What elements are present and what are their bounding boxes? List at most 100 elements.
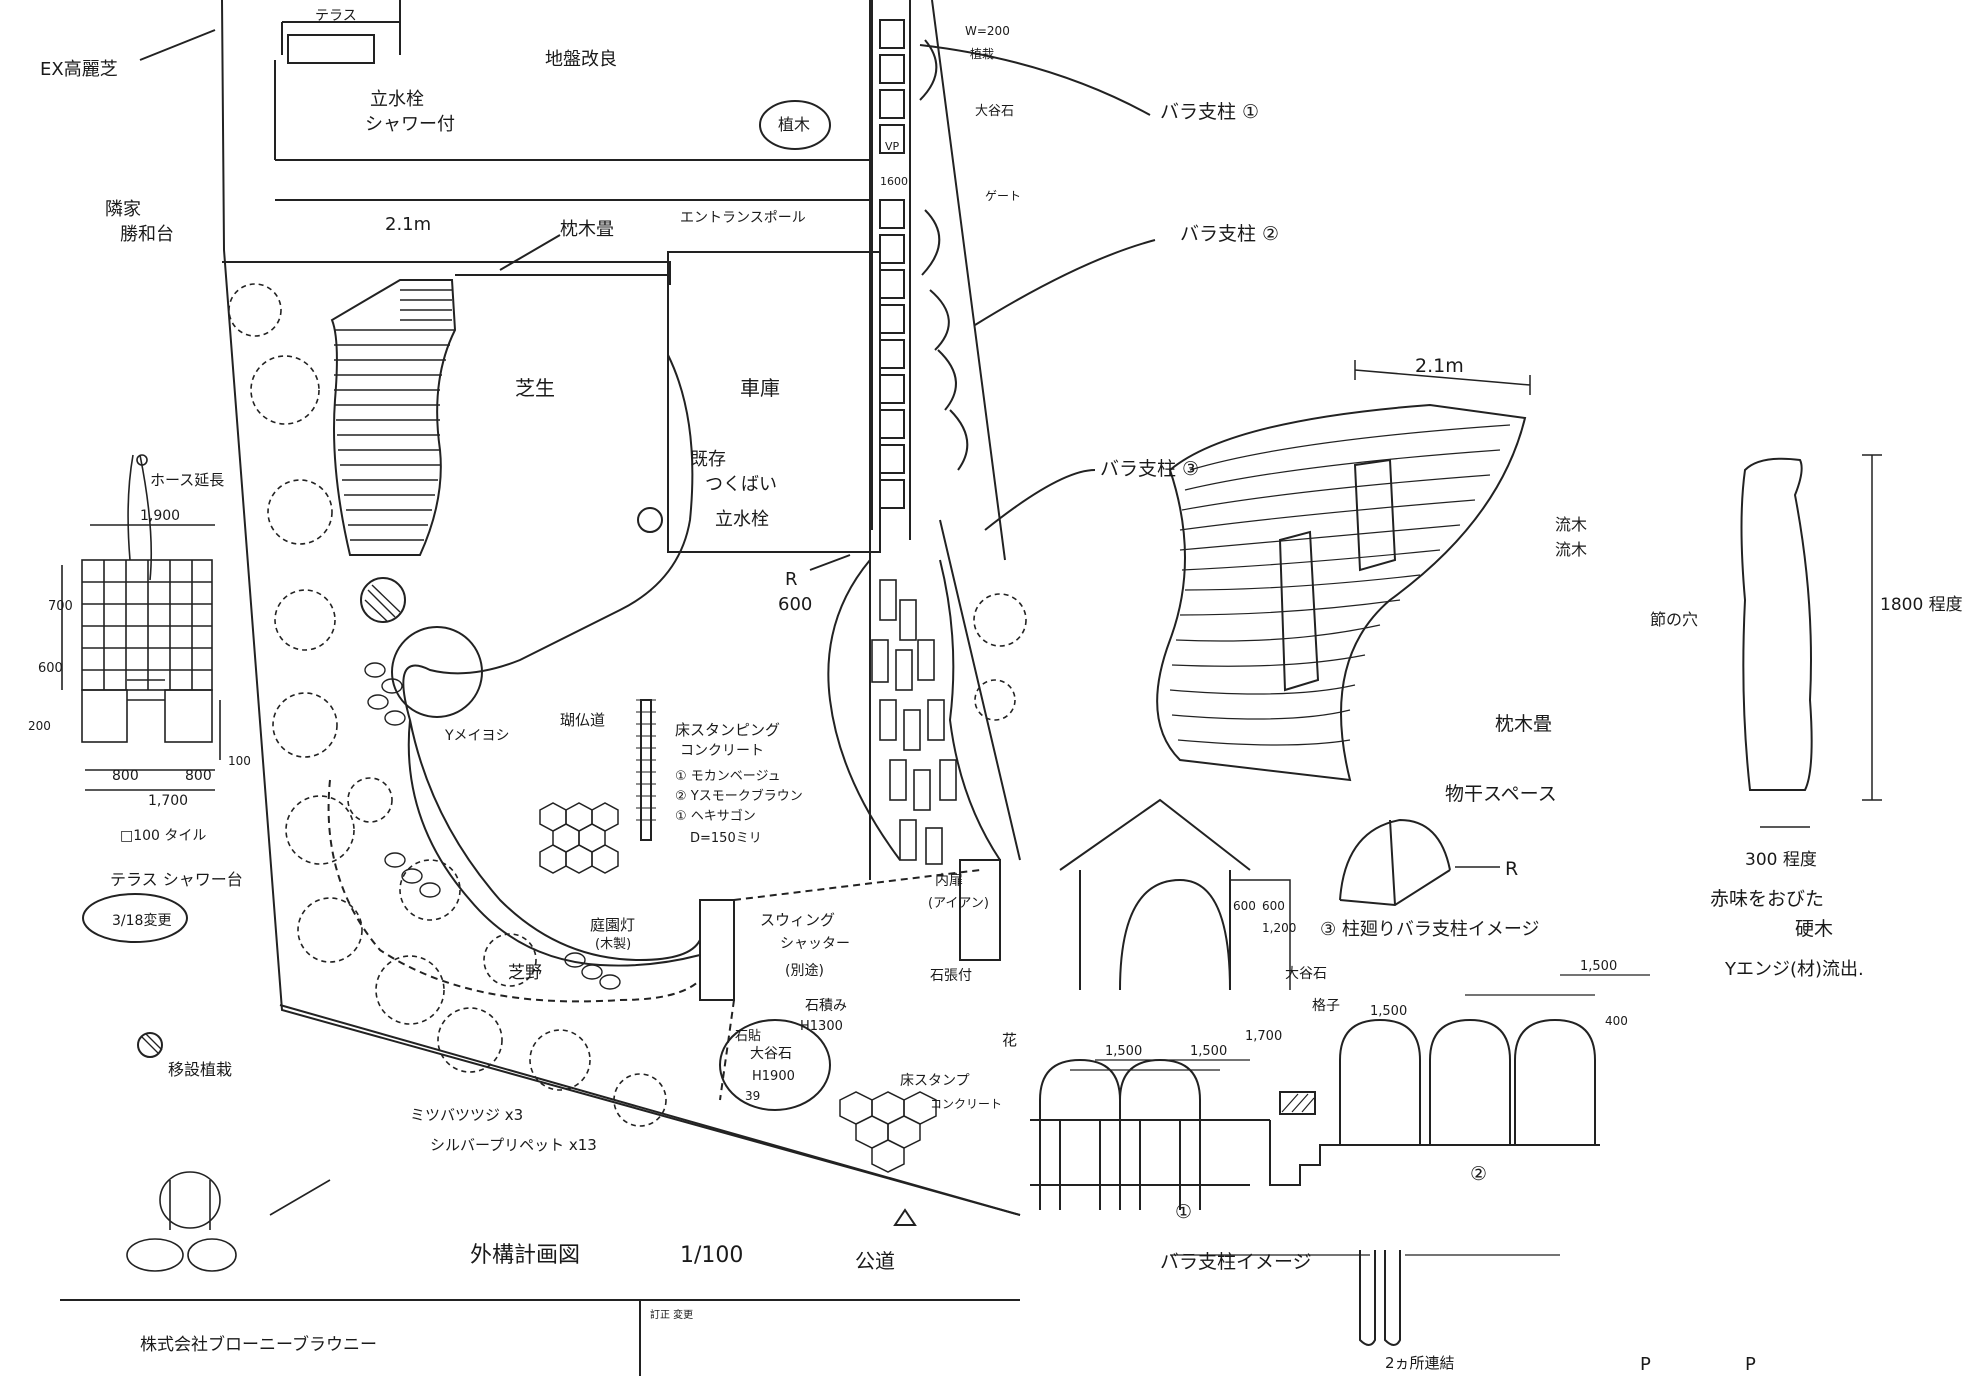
plan-scale: 1/100 [680, 1243, 743, 1268]
pebble-border [364, 662, 621, 990]
detail-labels: バラ支柱 ① バラ支柱 ② バラ支柱 ③ 2.1m 流木 流木 枕木畳 物干スペ… [1100, 101, 1963, 1375]
label-width-21-detail: 2.1m [1415, 355, 1464, 377]
label-dim-600a: 600 [1233, 899, 1256, 913]
garden-path [407, 719, 701, 967]
label-w-note2: 植栽 [970, 46, 994, 61]
label-faucet-shower2: シャワー付 [365, 114, 455, 135]
label-flower: 花 [1002, 1031, 1017, 1049]
label-dim-700: 700 [48, 599, 73, 614]
driftwood-post1 [1353, 458, 1397, 572]
label-hose: ホース延長 [150, 471, 224, 489]
label-ooya-h: H1900 [752, 1069, 795, 1084]
relocate-legend-hatch [137, 1032, 163, 1058]
curved-deck-outline [1156, 403, 1527, 782]
label-legend2: ② Yスモークブラウン [675, 788, 803, 804]
label-rose-image: バラ支柱イメージ [1160, 1251, 1312, 1273]
shrub-circles [228, 283, 1027, 1127]
curved-deck-boards [1169, 424, 1511, 746]
fence-bricks [879, 19, 905, 509]
label-ooya: 大谷石 [750, 1046, 792, 1062]
label-dim-1700: 1,700 [148, 793, 188, 809]
label-r: R [1505, 858, 1518, 880]
label-stone-h: H1300 [800, 1019, 843, 1034]
ymeishi-tree [391, 626, 483, 718]
bottom-boundary [279, 1004, 1021, 1216]
label-wood-h: 1800 程度 [1880, 595, 1963, 615]
stone-lantern-sketch [126, 1171, 331, 1272]
label-stone-paving: 石張付 [930, 968, 972, 984]
lawn-outline [402, 274, 701, 962]
label-garden-light2: (木製) [595, 937, 631, 952]
label-legend1: ① モカンベージュ [675, 769, 781, 784]
label-wood-note1: 赤味をおびた [1710, 888, 1824, 910]
sleeper-lines [334, 289, 455, 541]
label-dim-800b: 800 [185, 768, 212, 784]
label-floor-stamp-b2: コンクリート [930, 1097, 1002, 1111]
label-wood-hole: 節の穴 [1650, 610, 1698, 629]
note-cloud-shrub [759, 100, 831, 150]
label-circle1: ① [1175, 1201, 1192, 1223]
label-neighbor2: 勝和台 [120, 224, 174, 245]
label-pole3-image: ③ 柱廻りバラ支柱イメージ [1320, 919, 1540, 940]
label-lattice: 格子 [1312, 998, 1340, 1014]
east-fence [871, 0, 1021, 861]
plan-road: 公道 [855, 1249, 895, 1273]
label-dim-400: 400 [1605, 1014, 1628, 1028]
label-dim-600b: 600 [1262, 899, 1285, 913]
plan-labels: EX高麗芝 テラス 地盤改良 立水栓 シャワー付 隣家 勝和台 2.1m 枕木畳… [28, 8, 1021, 1355]
label-mitsuba: ミツバツツジ x3 [410, 1106, 523, 1124]
bottom-posts [1359, 1250, 1401, 1346]
label-relocate: 移設植栽 [168, 1060, 232, 1079]
label-dim-1900: 1,900 [140, 508, 180, 524]
label-gate-text: ゲート [985, 189, 1021, 203]
label-faucet: 立水栓 [715, 509, 769, 530]
note-cloud-ooya [719, 1019, 831, 1111]
label-driftwood2: 流木 [1555, 540, 1587, 559]
garage-outline [667, 251, 881, 553]
label-dim-1700-detail: 1,700 [1245, 1029, 1282, 1044]
label-rose-pole3: バラ支柱 ③ [1100, 458, 1199, 480]
label-driftwood: 流木 [1555, 515, 1587, 534]
label-circle2: ② [1470, 1163, 1487, 1185]
label-bottom-p2: P [1745, 1354, 1756, 1375]
label-inner-gate2: (アイアン) [928, 896, 989, 911]
label-shower-note: 3/18変更 [112, 912, 171, 929]
label-wood-w: 300 程度 [1745, 850, 1817, 870]
label-floor-stamp2: コンクリート [680, 743, 764, 759]
revision-label: 訂正 変更 [650, 1308, 693, 1321]
brick-path-stones [871, 579, 957, 865]
label-vp: VP [885, 140, 900, 153]
label-terrace-space: 物干スペース [1445, 783, 1557, 805]
label-ooya-stone: 大谷石 [1285, 966, 1327, 982]
label-r600: R [785, 569, 798, 590]
leader-r600 [809, 554, 851, 571]
label-stone-border: 石積み [805, 998, 847, 1014]
label-r600b: 600 [778, 594, 812, 615]
label-garage: 車庫 [740, 376, 780, 400]
label-dim-1500d: 1,500 [1580, 959, 1617, 974]
label-silver: シルバープリペット x13 [430, 1136, 597, 1154]
terrace-box [287, 34, 375, 64]
label-neighbor: 隣家 [105, 199, 141, 220]
label-dim-100: 100 [228, 754, 251, 768]
label-swing: スウィング [760, 911, 835, 929]
leader-rose1 [919, 44, 1151, 116]
label-dim-800a: 800 [112, 768, 139, 784]
label-dim-1500b: 1,500 [1190, 1044, 1227, 1059]
label-shower-stand: テラス シャワー台 [110, 870, 243, 889]
label-existing2: つくばい [705, 474, 777, 495]
lattice-block [1279, 1091, 1316, 1115]
leader-makuragi [499, 234, 561, 271]
label-shibahu: 芝生 [515, 376, 555, 400]
label-faucet-shower: 立水栓 [370, 89, 424, 110]
company-name: 株式会社ブローニーブラウニー [140, 1334, 377, 1355]
note-cloud-shower [82, 893, 188, 943]
site-boundary-west [221, 0, 1021, 1216]
label-entrance-pole: エントランスポール [680, 210, 806, 226]
label-brick-path: 瑚仏道 [560, 711, 605, 729]
label-tile: □100 タイル [120, 828, 206, 844]
plan-title: 外構計画図 [470, 1243, 580, 1268]
house-line [274, 60, 870, 201]
label-existing: 既存 [690, 449, 726, 470]
